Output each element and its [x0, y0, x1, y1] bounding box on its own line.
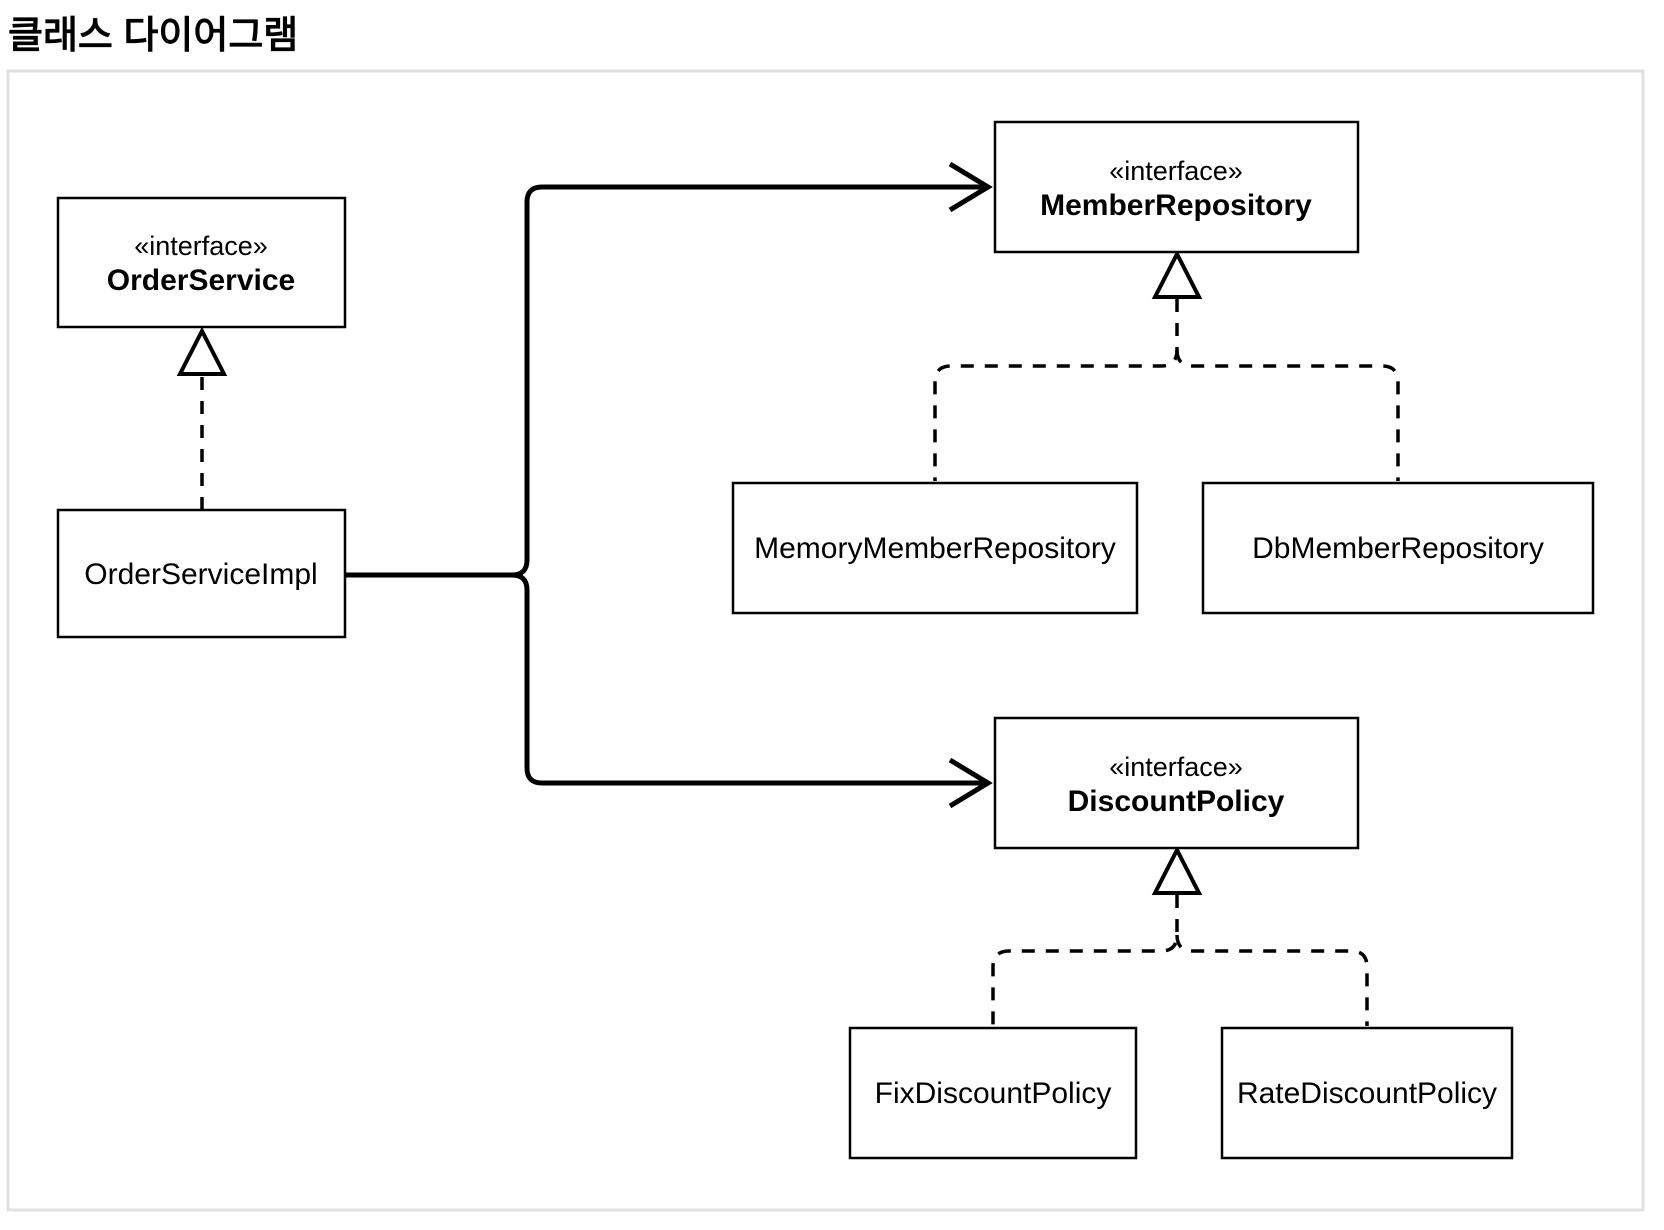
class-box-memory-member-repository: MemoryMemberRepository [731, 481, 1139, 615]
rate-discount-policy-name: RateDiscountPolicy [1237, 1077, 1497, 1110]
realization-triangle-orderservice-icon [176, 326, 228, 376]
class-box-db-member-repository: DbMemberRepository [1201, 481, 1595, 615]
db-member-repository-name: DbMemberRepository [1252, 532, 1544, 565]
rate-discount-policy-rect [1220, 1026, 1514, 1160]
edge-realization-ratepolicy-discountpolicy [1151, 845, 1369, 1026]
member-repository-rect [993, 120, 1360, 254]
memory-member-repository-name: MemoryMemberRepository [754, 532, 1116, 565]
fix-discount-policy-name: FixDiscountPolicy [875, 1077, 1112, 1110]
order-service-rect [56, 196, 347, 329]
order-service-stereotype: «interface» [134, 231, 268, 261]
class-box-rate-discount-policy: RateDiscountPolicy [1220, 1026, 1514, 1160]
realization-line-ratepolicy [1175, 934, 1369, 1026]
class-box-order-service-impl: OrderServiceImpl [56, 508, 347, 639]
edge-realization-orderserviceimpl-orderservice [176, 326, 228, 509]
realization-triangle-discountpolicy-icon [1151, 845, 1203, 895]
class-box-fix-discount-policy: FixDiscountPolicy [848, 1026, 1138, 1160]
edge-dependency-orderserviceimpl-discountpolicy [511, 572, 993, 809]
page-title: 클래스 다이어그램 [8, 15, 298, 57]
class-box-member-repository: «interface» MemberRepository [993, 120, 1360, 254]
discount-policy-stereotype: «interface» [1109, 752, 1243, 782]
edge-realization-dbrepo-memberrepository [1151, 249, 1400, 481]
db-member-repository-rect [1201, 481, 1595, 615]
realization-triangle-memberrepository-icon [1151, 249, 1203, 299]
order-service-impl-rect [56, 508, 347, 639]
order-service-impl-name: OrderServiceImpl [84, 558, 317, 591]
fix-discount-policy-rect [848, 1026, 1138, 1160]
dependency-line-to-discountpolicy [511, 572, 986, 786]
class-box-discount-policy: «interface» DiscountPolicy [993, 716, 1360, 850]
memory-member-repository-rect [731, 481, 1139, 615]
arrowhead-memberrepository-icon [948, 161, 993, 213]
arrowhead-discountpolicy-icon [948, 757, 993, 809]
order-service-name: OrderService [107, 264, 295, 297]
member-repository-stereotype: «interface» [1109, 156, 1243, 186]
discount-policy-rect [993, 716, 1360, 850]
realization-line-dbrepo [1175, 349, 1400, 481]
class-box-order-service: «interface» OrderService [56, 196, 347, 329]
member-repository-name: MemberRepository [1040, 189, 1312, 222]
discount-policy-name: DiscountPolicy [1068, 785, 1285, 818]
